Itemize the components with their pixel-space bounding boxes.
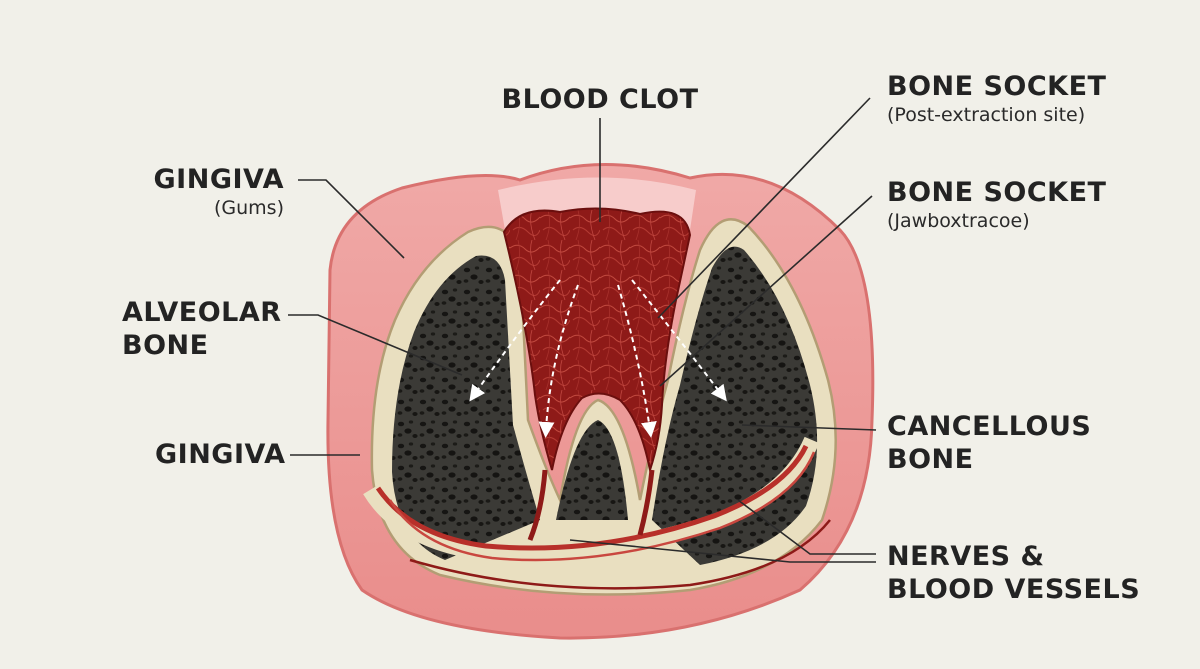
leader-alveolar-bone xyxy=(288,314,463,376)
healing-arrows xyxy=(469,279,727,438)
label-gingiva-gums: GINGIVA (Gums) xyxy=(154,163,284,220)
label-blood-clot: BLOOD CLOT xyxy=(501,84,699,115)
cancellous-bone-left xyxy=(392,255,540,560)
nerves-vessels-line1: NERVES & xyxy=(887,541,1045,572)
label-alveolar-bone: ALVEOLAR BONE xyxy=(122,296,282,362)
nerves-vessels-line2: BLOOD VESSELS xyxy=(887,574,1141,605)
bone-socket-1-subtitle: (Post-extraction site) xyxy=(887,104,1086,126)
gingiva-gums-title: GINGIVA xyxy=(153,164,284,195)
alveolar-bone-line2: BONE xyxy=(122,330,209,361)
bone-socket-2-subtitle: (Jawboxtracoe) xyxy=(887,210,1030,232)
bone-socket-1-title: BONE SOCKET xyxy=(887,71,1107,102)
label-gingiva-lower: GINGIVA xyxy=(155,439,286,470)
cancellous-bone-middle xyxy=(556,420,628,520)
label-bone-socket-jaw: BONE SOCKET (Jawboxtracoe) xyxy=(887,176,1106,233)
leader-nerves-vessels-1 xyxy=(737,499,876,555)
nerve-channel xyxy=(363,436,820,562)
leader-cancellous-bone xyxy=(741,424,877,431)
nerve-lower xyxy=(409,519,831,590)
bone-socket-2-title: BONE SOCKET xyxy=(887,177,1107,208)
label-bone-socket-post-extraction: BONE SOCKET (Post-extraction site) xyxy=(887,70,1106,127)
vessel-root-left xyxy=(527,469,548,541)
vessel-root-right xyxy=(637,469,655,536)
leader-gingiva-gums xyxy=(298,179,405,259)
cancellous-bone-line1: CANCELLOUS xyxy=(887,411,1092,442)
leader-bone-socket-1 xyxy=(657,97,871,319)
label-nerves-blood-vessels: NERVES & BLOOD VESSELS xyxy=(887,540,1140,606)
blood-vessel-secondary xyxy=(388,451,816,562)
leader-nerves-vessels-2 xyxy=(569,539,876,563)
leader-bone-socket-2 xyxy=(659,195,873,387)
cancellous-bone-line2: BONE xyxy=(887,444,974,475)
alveolar-bone-line1: ALVEOLAR xyxy=(122,297,282,328)
leader-lines xyxy=(288,97,877,563)
gingiva-gums-subtitle: (Gums) xyxy=(214,197,284,219)
label-cancellous-bone: CANCELLOUS BONE xyxy=(887,410,1091,476)
